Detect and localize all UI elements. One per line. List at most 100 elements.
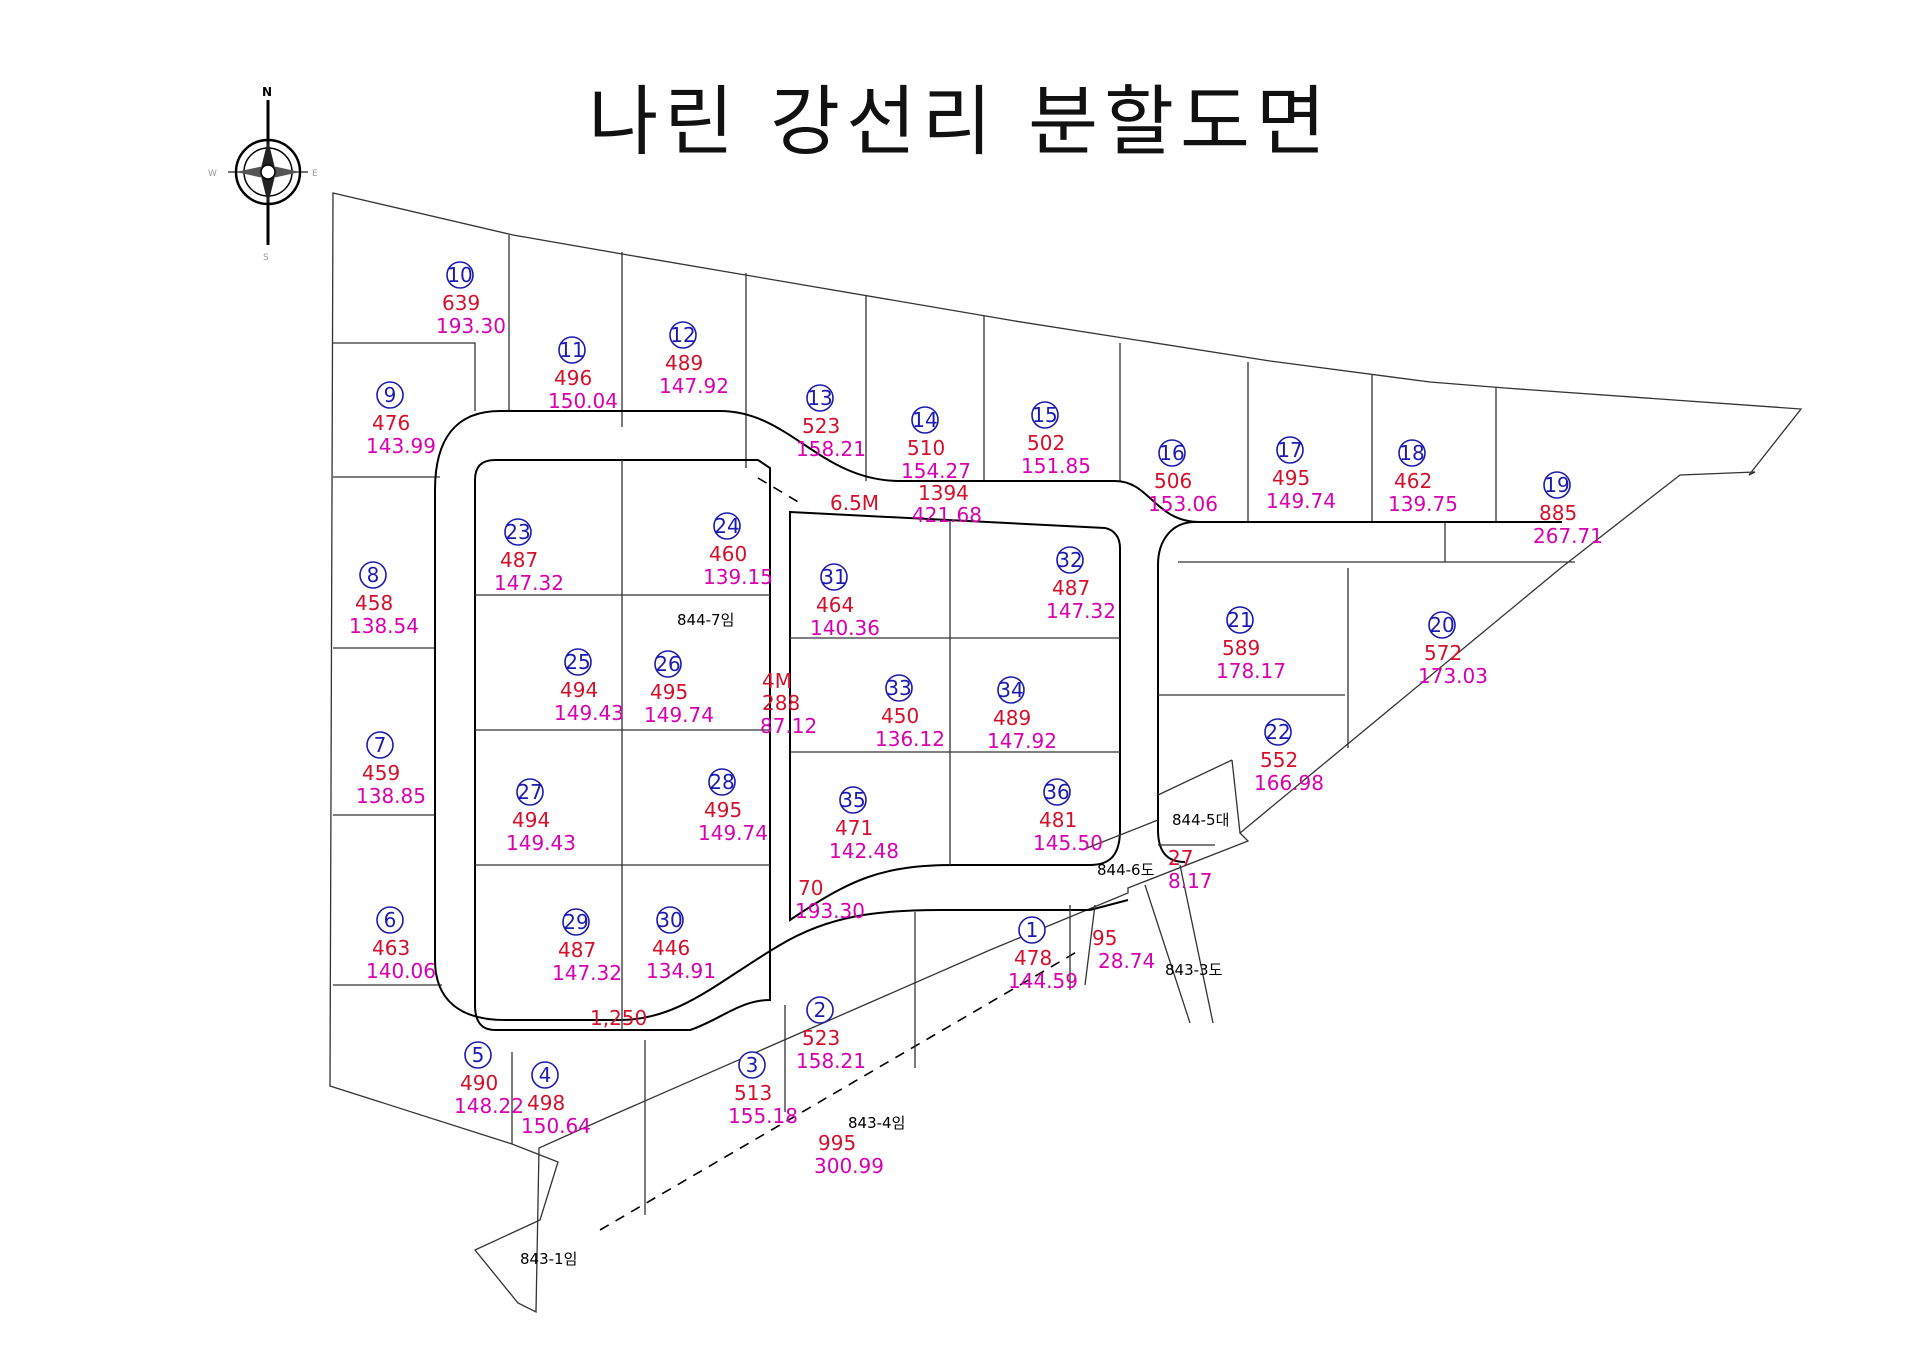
lot-number: 18: [1399, 441, 1424, 465]
lot-area-pyeong: 495: [1272, 466, 1310, 490]
parcel-995-pyeong: 995: [818, 1131, 856, 1155]
lot-area-m2: 166.98: [1254, 771, 1324, 795]
lot-area-pyeong: 494: [560, 678, 598, 702]
lot-number: 15: [1032, 403, 1057, 427]
ref-844-7: 844-7임: [677, 611, 734, 629]
lot-area-m2: 147.92: [659, 374, 729, 398]
compass-north-label: N: [262, 85, 272, 99]
outer-boundary: [329, 192, 1803, 1314]
south-lot-lines: [511, 568, 1349, 1215]
lot-area-m2: 147.32: [552, 961, 622, 985]
road-inner-pyeong: 288: [762, 691, 800, 715]
lot-number: 17: [1277, 438, 1302, 462]
lot-number: 29: [563, 910, 588, 934]
road-labels: 6.5M 1394 421.68 4M 288 87.12 1,250 70 1…: [590, 481, 982, 1030]
ref-844-5: 844-5대: [1172, 811, 1229, 829]
lot-number-ring-icon: [885, 674, 913, 702]
lot-number-ring-icon: [562, 908, 590, 936]
lot-area-m2: 149.74: [1266, 489, 1336, 513]
lot-area-m2: 267.71: [1533, 524, 1603, 548]
lot-area-m2: 149.43: [506, 831, 576, 855]
lot-number-ring-icon: [504, 518, 532, 546]
lot-area-m2: 142.48: [829, 839, 899, 863]
ref-844-6: 844-6도: [1097, 861, 1155, 879]
compass-west-label: W: [208, 169, 217, 179]
lot-area-pyeong: 510: [907, 436, 945, 460]
lot-area-pyeong: 463: [372, 936, 410, 960]
lot-area-m2: 173.03: [1418, 664, 1488, 688]
lot-area-pyeong: 498: [527, 1091, 565, 1115]
lot-area-m2: 143.99: [366, 434, 436, 458]
lot-area-pyeong: 450: [881, 704, 919, 728]
lot-area-m2: 147.32: [1046, 599, 1116, 623]
block-b: [789, 510, 1121, 922]
road-main-pyeong: 1394: [918, 481, 969, 505]
lot-number: 22: [1265, 720, 1290, 744]
lot-area-m2: 134.91: [646, 959, 716, 983]
lot-number: 5: [472, 1043, 485, 1067]
lot-number-ring-icon: [558, 336, 586, 364]
lot-number-ring-icon: [359, 561, 387, 589]
lot-number-ring-icon: [713, 512, 741, 540]
lot-area-m2: 144.59: [1008, 969, 1078, 993]
lot-number-ring-icon: [376, 381, 404, 409]
lot-number-ring-icon: [516, 778, 544, 806]
lot-number-ring-icon: [738, 1051, 766, 1079]
lot-number: 21: [1227, 608, 1252, 632]
lot-number-ring-icon: [1428, 611, 1456, 639]
compass-rose-icon: N S E W: [208, 85, 318, 263]
lot-number: 10: [447, 263, 472, 287]
lot-area-pyeong: 639: [442, 291, 480, 315]
lot-number: 32: [1057, 548, 1082, 572]
lot-area-m2: 154.27: [901, 459, 971, 483]
lot-area-pyeong: 490: [460, 1071, 498, 1095]
road-outer-edge: [500, 410, 1562, 523]
lot-area-m2: 150.04: [548, 389, 618, 413]
ref-843-3: 843-3도: [1165, 961, 1223, 979]
parcel-995-m2: 300.99: [814, 1154, 884, 1178]
lot-number: 35: [840, 788, 865, 812]
lot-number: 33: [886, 676, 911, 700]
road-loop-area: 1,250: [590, 1006, 647, 1030]
lot-number-ring-icon: [531, 1061, 559, 1089]
lot-number: 27: [517, 780, 542, 804]
lot-area-pyeong: 502: [1027, 431, 1065, 455]
road-width-inner: 4M: [762, 669, 792, 693]
lot-area-pyeong: 471: [835, 816, 873, 840]
lot-number-ring-icon: [911, 406, 939, 434]
ref-843-1: 843-1임: [520, 1250, 577, 1268]
road-east-edge: [1157, 521, 1562, 863]
lot-area-m2: 140.36: [810, 616, 880, 640]
lot-number: 3: [746, 1053, 759, 1077]
lot-number: 19: [1544, 473, 1569, 497]
lot-area-m2: 136.12: [875, 727, 945, 751]
lot-area-m2: 153.06: [1148, 492, 1218, 516]
lot-area-pyeong: 506: [1154, 469, 1192, 493]
lot-area-pyeong: 513: [734, 1081, 772, 1105]
lot-area-pyeong: 496: [554, 366, 592, 390]
lot-number: 16: [1159, 441, 1184, 465]
parcel-27-pyeong: 27: [1168, 846, 1193, 870]
lot-area-pyeong: 589: [1222, 636, 1260, 660]
lot-number-ring-icon: [1276, 436, 1304, 464]
lot-number: 31: [821, 565, 846, 589]
lot-number: 14: [912, 408, 937, 432]
map-title: 나린 강선리 분할도면: [588, 77, 1332, 166]
